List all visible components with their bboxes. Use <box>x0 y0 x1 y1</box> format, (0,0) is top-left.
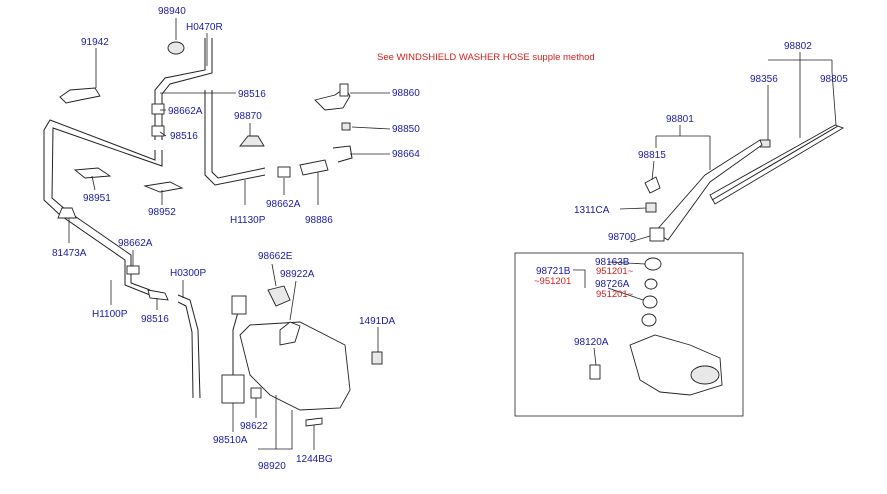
label-98163b[interactable]: 98163B <box>595 257 630 268</box>
hose-h1100p <box>43 119 156 296</box>
label-98801[interactable]: 98801 <box>666 114 694 125</box>
joint-98662a-low <box>126 265 140 275</box>
label-98700[interactable]: 98700 <box>608 232 636 243</box>
note-951201-b: ~951201 <box>534 276 571 287</box>
pump-98510a-shape <box>221 374 245 404</box>
label-98622[interactable]: 98622 <box>240 421 268 432</box>
cap-98662e-shape <box>267 285 291 307</box>
wiper-arm-98801 <box>654 139 763 241</box>
joint-98662a-top <box>151 103 165 115</box>
label-98860[interactable]: 98860 <box>392 88 420 99</box>
label-98662a-b[interactable]: 98662A <box>266 199 301 210</box>
supplement-note: See WINDSHIELD WASHER HOSE supple method <box>377 52 595 63</box>
leader-lines <box>68 18 837 450</box>
grommet-98870-shape <box>239 135 265 147</box>
hose-h1130p <box>204 90 266 186</box>
valve-98886-shape <box>299 159 329 176</box>
label-98510a[interactable]: 98510A <box>213 435 248 446</box>
label-98356[interactable]: 98356 <box>750 74 778 85</box>
label-98870[interactable]: 98870 <box>234 111 262 122</box>
label-h1100p[interactable]: H1100P <box>92 309 128 320</box>
motor-98700-body <box>629 334 723 396</box>
nut-1311ca-shape <box>645 202 657 213</box>
hose-98664 <box>332 145 353 163</box>
label-98802[interactable]: 98802 <box>784 41 812 52</box>
label-98951[interactable]: 98951 <box>83 193 111 204</box>
label-98726a[interactable]: 98726A <box>595 279 630 290</box>
bolt-1491da-shape <box>371 351 383 365</box>
seal-98721b-shape <box>644 278 658 290</box>
label-h0300p[interactable]: H0300P <box>170 268 206 279</box>
label-1244bg[interactable]: 1244BG <box>296 454 333 465</box>
label-h1130p[interactable]: H1130P <box>230 215 266 226</box>
note-951201-a: 951201~ <box>596 266 634 277</box>
label-98920[interactable]: 98920 <box>258 461 286 472</box>
grommet-98622-shape <box>250 387 262 399</box>
label-98805[interactable]: 98805 <box>820 74 848 85</box>
label-98516-a[interactable]: 98516 <box>238 89 266 100</box>
reservoir-body <box>239 321 351 411</box>
hose-h0300p <box>177 294 201 399</box>
label-98120a[interactable]: 98120A <box>574 337 609 348</box>
note-951201-c: 951201~ <box>596 289 634 300</box>
joint-98662a-mid <box>277 166 291 178</box>
label-98721b[interactable]: 98721B <box>536 266 571 277</box>
seal-98726a-shape <box>642 295 658 309</box>
washer-hose-assembly <box>43 38 353 399</box>
label-98662a-c[interactable]: 98662A <box>118 238 153 249</box>
label-1311ca[interactable]: 1311CA <box>574 205 610 216</box>
cap-98940-shape <box>167 41 185 55</box>
label-1491da[interactable]: 1491DA <box>359 316 395 327</box>
label-98662e[interactable]: 98662E <box>258 251 293 262</box>
label-81473a[interactable]: 81473A <box>52 248 87 259</box>
cap-98815-shape <box>644 176 661 194</box>
label-98516-c[interactable]: 98516 <box>141 314 169 325</box>
label-98922a[interactable]: 98922A <box>280 269 315 280</box>
washer-reservoir-98920 <box>221 285 383 427</box>
joint-98516-top <box>151 125 165 137</box>
joint-98516-low <box>147 289 169 301</box>
label-98815[interactable]: 98815 <box>638 150 666 161</box>
motor-detail-box <box>514 252 744 417</box>
clip-98951-shape <box>73 167 112 179</box>
reservoir-filler-neck <box>279 321 301 346</box>
bolt-1244bg-shape <box>305 417 323 427</box>
label-98886[interactable]: 98886 <box>305 215 333 226</box>
label-98940[interactable]: 98940 <box>158 6 186 17</box>
label-98952[interactable]: 98952 <box>148 207 176 218</box>
connector-98120a-shape <box>589 364 601 380</box>
label-98664[interactable]: 98664 <box>392 149 420 160</box>
label-91942[interactable]: 91942 <box>81 37 109 48</box>
label-98850[interactable]: 98850 <box>392 124 420 135</box>
label-98662a-a[interactable]: 98662A <box>168 106 203 117</box>
label-98516-b[interactable]: 98516 <box>170 131 198 142</box>
seal-98163b-shape <box>644 257 662 271</box>
nut-98850-shape <box>341 122 351 131</box>
clip-81473a-shape <box>57 207 77 219</box>
rear-wiper-assembly <box>514 124 845 417</box>
connector-91942-shape <box>59 87 101 104</box>
clip-98952-shape <box>143 181 184 193</box>
wiper-blade-98802 <box>709 124 845 205</box>
part-labels: 98940 H0470R 91942 98516 98662A 98516 98… <box>52 6 848 472</box>
label-h0470r[interactable]: H0470R <box>186 22 223 33</box>
